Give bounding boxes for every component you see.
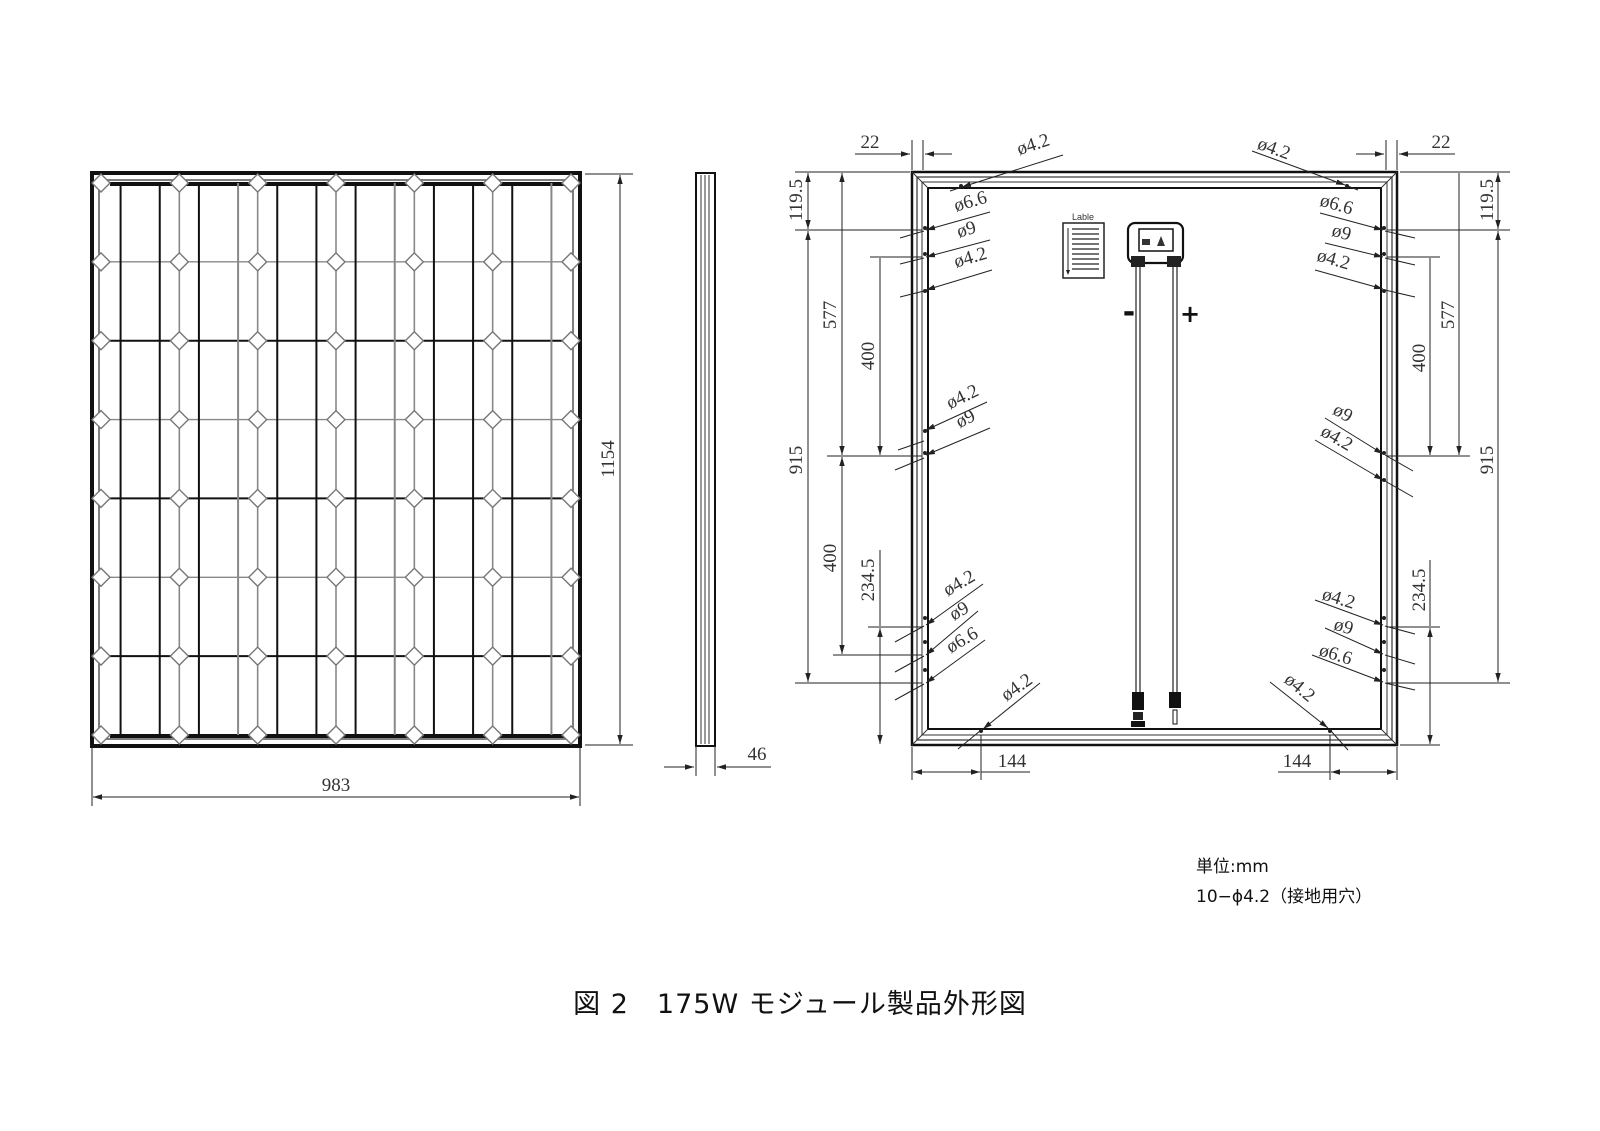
- right-bottom-offset-label: 234.5: [1409, 569, 1430, 612]
- hole-label-right-middle-2: ø4.2: [1317, 421, 1356, 456]
- hole-label-bottom-right: ø4.2: [1280, 669, 1319, 706]
- left-top-offset-label: 119.5: [786, 179, 807, 221]
- front-view: [90, 171, 582, 748]
- left-bottom-hole-offset-label: 144: [998, 751, 1027, 772]
- thickness-label: 46: [748, 744, 767, 765]
- hole-label-right-lower-2: ø9: [1331, 614, 1355, 640]
- label-sticker: Lable: [1062, 212, 1105, 279]
- right-bottom-hole-offset-label: 144: [1283, 751, 1312, 772]
- hole-label-left-lower-1: ø4.2: [940, 566, 979, 601]
- negative-terminal-label: -: [1123, 295, 1135, 330]
- grounding-hole-note: 10−ϕ4.2（接地用穴）: [1196, 887, 1373, 907]
- right-400-label: 400: [1409, 344, 1430, 373]
- mounting-holes: [923, 184, 1386, 733]
- hole-label-right-upper-2: ø9: [1329, 220, 1353, 245]
- rear-right-dimensions: [1278, 140, 1510, 780]
- figure-caption: 図 2 175W モジュール製品外形図: [573, 989, 1027, 1020]
- left-400-lower-label: 400: [820, 544, 841, 573]
- rear-left-dim-labels: 22 119.5 577 915 400 400 234.5 144: [786, 132, 1027, 772]
- hole-callout-labels: ø4.2 ø4.2 ø6.6 ø9 ø4.2 ø6.6 ø9 ø4.2 ø4.2…: [940, 130, 1358, 707]
- left-915-label: 915: [786, 446, 807, 475]
- hole-label-right-lower-3: ø6.6: [1317, 640, 1355, 670]
- unit-note: 単位:mm: [1196, 857, 1269, 877]
- label-sticker-text: Lable: [1072, 212, 1094, 222]
- right-915-label: 915: [1477, 446, 1498, 475]
- left-400-upper-label: 400: [858, 342, 879, 371]
- left-edge-offset-label: 22: [861, 132, 880, 153]
- hole-label-left-lower-3: ø6.6: [943, 623, 982, 658]
- hole-label-right-lower-1: ø4.2: [1320, 584, 1358, 614]
- rear-right-dim-labels: 22 119.5 577 915 400 234.5 144: [1283, 132, 1498, 772]
- hole-callout-leaders: [894, 150, 1416, 751]
- rear-left-dimensions: [795, 140, 1030, 780]
- front-width-label: 983: [322, 775, 351, 796]
- hole-label-left-upper-1: ø6.6: [952, 187, 990, 216]
- junction-box: [1126, 221, 1185, 727]
- right-top-offset-label: 119.5: [1477, 179, 1498, 221]
- positive-terminal-label: +: [1180, 300, 1200, 328]
- hole-label-right-upper-1: ø6.6: [1318, 190, 1356, 219]
- left-577-label: 577: [820, 301, 841, 330]
- hole-label-left-lower-2: ø9: [946, 597, 973, 625]
- front-width-dimension: 983: [91, 748, 581, 806]
- left-bottom-offset-label: 234.5: [858, 559, 879, 602]
- front-height-dimension: 1154: [585, 173, 633, 746]
- drawing-notes: 単位:mm 10−ϕ4.2（接地用穴）: [1196, 852, 1372, 912]
- hole-label-right-upper-3: ø4.2: [1315, 245, 1353, 274]
- hole-label-top-right: ø4.2: [1255, 133, 1293, 164]
- right-edge-offset-label: 22: [1432, 132, 1451, 153]
- hole-label-top-left: ø4.2: [1014, 130, 1052, 160]
- hole-label-left-upper-3: ø4.2: [952, 243, 990, 272]
- hole-label-left-upper-2: ø9: [954, 217, 978, 242]
- front-height-label: 1154: [598, 440, 619, 478]
- right-577-label: 577: [1438, 301, 1459, 330]
- hole-label-bottom-left: ø4.2: [997, 669, 1036, 705]
- side-view: 46: [664, 172, 771, 776]
- solar-cell-grid: [91, 173, 581, 745]
